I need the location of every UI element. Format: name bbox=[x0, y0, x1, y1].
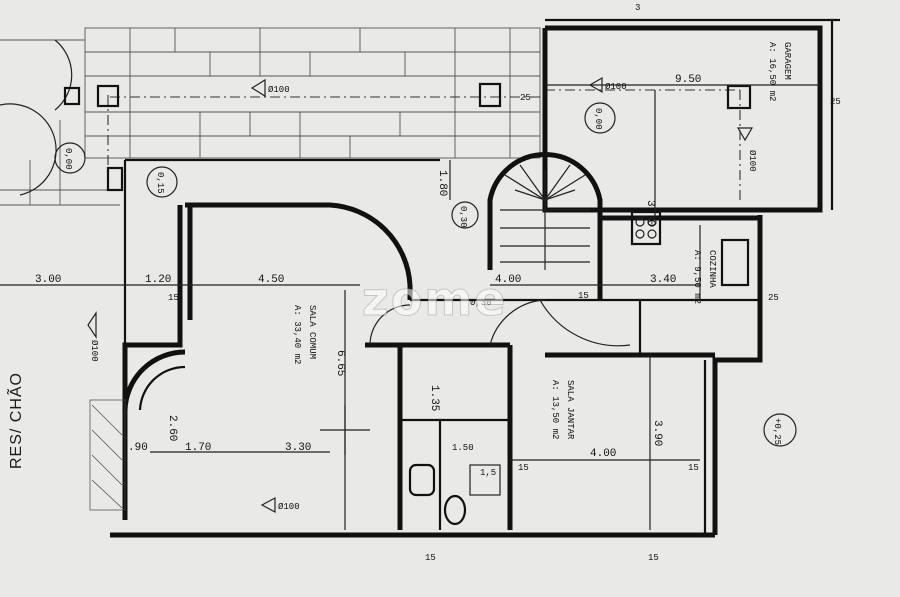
dim-4-00-stair: 4.00 bbox=[495, 274, 521, 286]
dim-1-70: 1.70 bbox=[185, 442, 211, 454]
level-right-yard: +0,25 bbox=[772, 418, 782, 445]
dim-1-35: 1.35 bbox=[428, 385, 440, 411]
floor-label: RES/ CHÃO bbox=[8, 372, 25, 470]
level-stair-landing: 0,30 bbox=[458, 206, 468, 228]
common-room-area: A: 33,40 m2 bbox=[292, 305, 302, 364]
dim-15-f: 15 bbox=[648, 553, 659, 563]
dim-15-a: 15 bbox=[168, 293, 179, 303]
staircase bbox=[500, 164, 590, 270]
common-room-name: SALA COMUM bbox=[307, 305, 317, 359]
drain-label-2: Ø100 bbox=[605, 82, 627, 92]
dim-6-65: 6.65 bbox=[334, 350, 346, 376]
interior-walls bbox=[187, 205, 760, 530]
inspection-boxes bbox=[63, 82, 752, 192]
exterior-walls bbox=[110, 18, 840, 538]
kitchen-area: A: 9,50 m2 bbox=[692, 250, 702, 304]
level-garage: 0,00 bbox=[593, 108, 603, 130]
kitchen-name: COZINHA bbox=[707, 250, 717, 288]
dim-25-b: 25 bbox=[768, 293, 779, 303]
dim-3-00: 3.00 bbox=[35, 274, 61, 286]
level-labels: 0,00 0,15 0,00 0,30 +0,25 0,30 bbox=[63, 108, 782, 445]
left-yard-paving bbox=[0, 39, 120, 206]
dim-25-c: 25 bbox=[520, 93, 531, 103]
level-kitchen-step: 0,30 bbox=[470, 298, 492, 308]
room-labels: GARAGEM A: 16,50 m2 SALA COMUM A: 33,40 … bbox=[292, 42, 792, 440]
watermark-logo: zome bbox=[362, 272, 508, 327]
dim-1-80: 1.80 bbox=[436, 170, 448, 196]
dim-3-90: 3.90 bbox=[651, 420, 663, 446]
dim-15-b: 15 bbox=[578, 291, 589, 301]
drain-labels: Ø100 Ø100 Ø100 Ø100 Ø100 bbox=[89, 82, 757, 512]
dim-15-c: 15 bbox=[688, 463, 699, 473]
kitchen-fixtures bbox=[630, 210, 750, 300]
drain-label-5: Ø100 bbox=[278, 502, 300, 512]
section-mark: 3 bbox=[635, 3, 640, 13]
drain-lines bbox=[107, 89, 741, 200]
dimension-lines bbox=[0, 84, 820, 530]
dim-1-5: 1,5 bbox=[480, 468, 496, 478]
dim-4-50: 4.50 bbox=[258, 274, 284, 286]
garage-area: A: 16,50 m2 bbox=[767, 42, 777, 101]
dim-0-90: .90 bbox=[128, 442, 148, 454]
level-markers bbox=[54, 102, 797, 447]
drain-label-3: Ø100 bbox=[747, 150, 757, 172]
dim-3-40: 3.40 bbox=[650, 274, 676, 286]
drain-label-4: Ø100 bbox=[89, 340, 99, 362]
level-entrance: 0,15 bbox=[155, 172, 165, 194]
garage-name: GARAGEM bbox=[782, 42, 792, 80]
dim-25-a: 25 bbox=[830, 97, 841, 107]
dim-1-50: 1.50 bbox=[452, 443, 474, 453]
dim-4-00: 4.00 bbox=[590, 448, 616, 460]
patio-paving bbox=[84, 27, 541, 159]
bay-window bbox=[89, 349, 186, 511]
dining-room-name: SALA JANTAR bbox=[565, 380, 575, 440]
dim-3-30: 3.30 bbox=[285, 442, 311, 454]
dimension-labels: 3.00 1.20 4.50 4.00 3.40 9.50 1.80 6.65 … bbox=[35, 3, 841, 563]
dim-3-70: 3.70 bbox=[644, 200, 656, 226]
dim-2-60: 2.60 bbox=[166, 415, 178, 441]
dim-9-50: 9.50 bbox=[675, 74, 701, 86]
bathroom-fixtures bbox=[408, 463, 501, 526]
drain-arrows bbox=[87, 76, 754, 514]
dim-15-e: 15 bbox=[425, 553, 436, 563]
level-left-yard: 0,00 bbox=[63, 148, 73, 170]
dim-1-20: 1.20 bbox=[145, 274, 171, 286]
center-cross bbox=[320, 405, 370, 455]
dim-15-d: 15 bbox=[518, 463, 529, 473]
dining-room-area: A: 13,50 m2 bbox=[550, 380, 560, 439]
drain-label-1: Ø100 bbox=[268, 85, 290, 95]
